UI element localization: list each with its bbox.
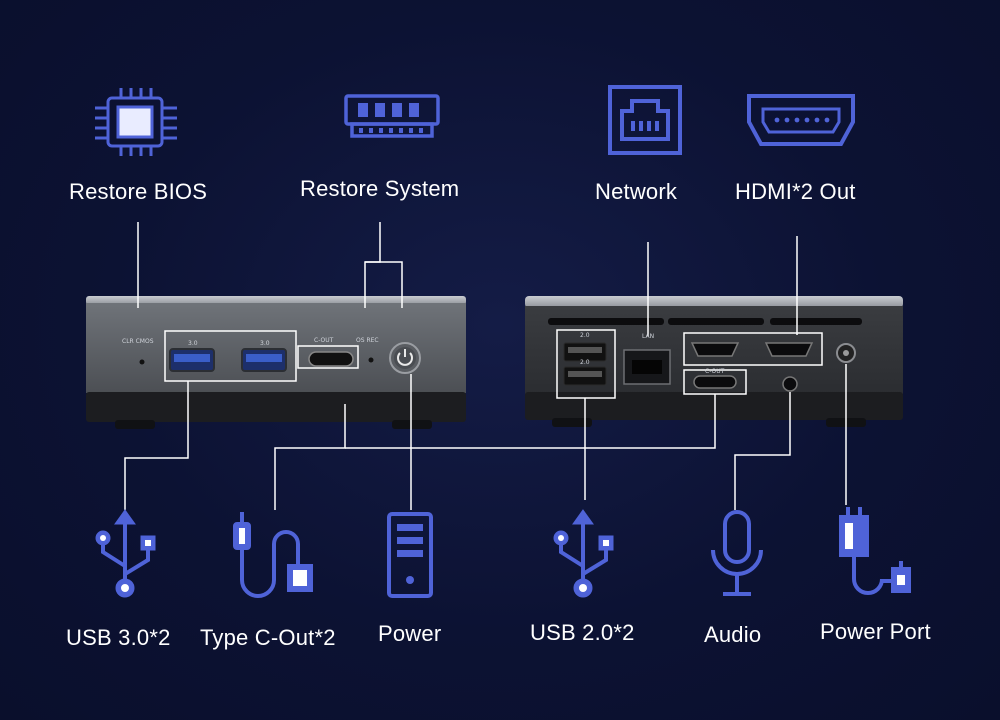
usb2-mark-a: 2.0 — [580, 332, 590, 339]
os-rec-mark: OS REC — [356, 337, 379, 344]
tower-pc-icon — [387, 512, 433, 598]
clr-cmos-mark: CLR CMOS — [122, 338, 154, 345]
power-plug-icon — [839, 507, 911, 595]
usb20-label: USB 2.0*2 — [530, 620, 635, 645]
ethernet-icon — [608, 85, 682, 155]
microphone-icon — [711, 510, 763, 596]
usb-icon — [95, 509, 156, 598]
restore-bios-label: Restore BIOS — [69, 179, 208, 204]
usb3-mark-a: 3.0 — [188, 340, 198, 347]
lan-mark: LAN — [642, 333, 655, 340]
c-out-rear-mark: C-OUT — [705, 368, 725, 375]
rear-device — [525, 296, 903, 427]
usb-icon — [553, 509, 614, 598]
network-label: Network — [595, 179, 678, 204]
power-port-label: Power Port — [820, 619, 931, 644]
usb2-mark-b: 2.0 — [580, 359, 590, 366]
leader-lines — [124, 222, 847, 510]
c-out-mark: C-OUT — [314, 337, 334, 344]
front-device — [86, 296, 466, 429]
typec-label: Type C-Out*2 — [200, 625, 336, 650]
usb30-label: USB 3.0*2 — [66, 625, 171, 650]
restore-system-label: Restore System — [300, 176, 460, 201]
usb3-mark-b: 3.0 — [260, 340, 270, 347]
power-label: Power — [378, 621, 442, 646]
memory-icon — [344, 94, 440, 138]
usb-c-cable-icon — [233, 512, 313, 598]
hdmi-icon — [747, 94, 855, 146]
hdmi-label: HDMI*2 Out — [735, 179, 856, 204]
audio-label: Audio — [704, 622, 762, 647]
chip-icon — [95, 88, 177, 156]
